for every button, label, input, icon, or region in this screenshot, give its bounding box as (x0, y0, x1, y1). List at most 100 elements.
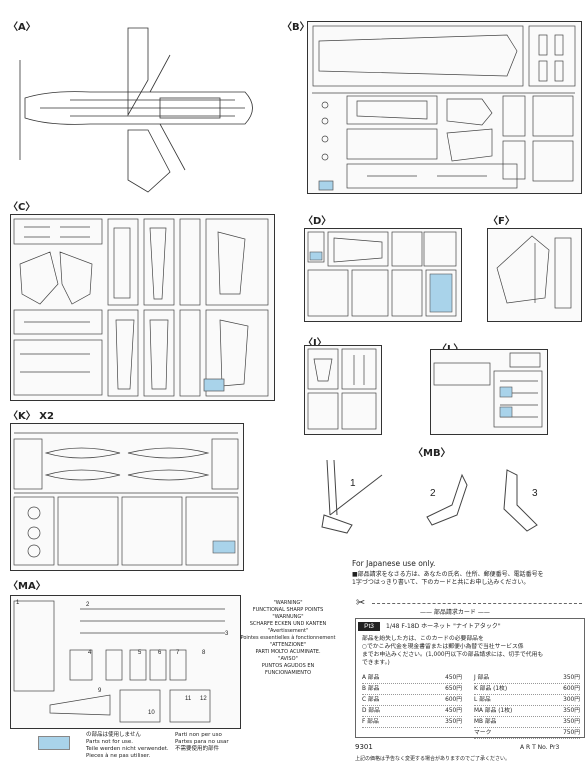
left_items-part-price: 450円 (445, 675, 462, 681)
sprue-ma-drawing (13, 600, 225, 723)
ma-number-11: 11 (185, 696, 192, 702)
cut-line (372, 603, 582, 604)
footer-note: 上記の価格は予告なく変更する場合がありますのでご了承ください。 (355, 756, 511, 762)
warning-de-text: SCHARFE ECKEN UND KANTEN (249, 621, 327, 627)
sprue-f-drawing (496, 235, 572, 309)
card-body-line4: できます。) (362, 660, 390, 666)
sprue-a-drawing (19, 27, 253, 193)
japan-instructions: ■部品請求をなさる方は、あなたの氏名、住所、郵便番号、電話番号を 1字づつはっき… (352, 571, 584, 587)
sprue-label-c: 〈C〉 (8, 202, 36, 213)
legend-es: Partes para no usar (175, 739, 229, 745)
wing-lower (127, 129, 171, 193)
japan-instructions-line2: 1字づつはっきり書いて、下のカードと共にお申し込みください。 (352, 579, 530, 586)
sprue-label-b: 〈B〉 (282, 22, 310, 33)
japan-only-heading: For Japanese use only. (352, 559, 436, 568)
right_items-part-price: 750円 (563, 730, 580, 736)
right_items-part-name: K 部品 (1枚) (474, 686, 508, 692)
left_items-part-price: 650円 (445, 686, 462, 692)
card-title: —— 部品請求カード —— (420, 609, 490, 616)
right_items-part-price: 350円 (563, 719, 580, 725)
warning-de-title: "WARNUNG" (272, 614, 304, 620)
not-for-use-swatch (38, 736, 70, 750)
pt-product-name: 1/48 F-18D ホーネット "ナイトアタック" (386, 623, 501, 630)
left_items-part-price: 600円 (445, 697, 462, 703)
legend-cn: 不需要使用的部件 (175, 746, 220, 752)
mb-number-2: 2 (430, 488, 436, 499)
wing-upper (127, 27, 149, 117)
warning-es-text: PUNTOS AGUDOS EN FUNCIONAMIENTO (261, 663, 315, 676)
left_items-part-name: B 部品 (362, 686, 380, 692)
legend-it: Parti non per uso (175, 732, 222, 738)
fuselage (24, 91, 253, 125)
sprue-b-panel (307, 21, 582, 194)
sprue-label-k: 〈K〉 X2 (8, 411, 54, 422)
right_items-part-price: 600円 (563, 686, 580, 692)
legend-jp: の部品は使用しません (86, 732, 141, 738)
left_items-row: D 部品 450円 (362, 706, 462, 717)
ma-number-5: 5 (138, 650, 142, 656)
sprue-k-drawing (13, 432, 239, 566)
legend-de: Teile werden nicht verwendet. (86, 746, 169, 752)
warning-en-title: "WARNING" (273, 600, 303, 606)
mb-number-3: 3 (532, 488, 538, 499)
left_items-part-price: 450円 (445, 708, 462, 714)
right_items-row: MB 部品 350円 (474, 717, 580, 728)
art-number: A R T No. Pr3 (520, 744, 560, 751)
sprue-f-panel (487, 228, 582, 322)
legend-en: Parts not for use. (86, 739, 134, 745)
right_items-part-price: 300円 (563, 697, 580, 703)
kit-number: 9301 (355, 743, 373, 751)
left_items-part-name: D 部品 (362, 708, 380, 714)
warning-it-title: "ATTENZIONE" (269, 642, 307, 648)
sprue-l-drawing (433, 352, 543, 428)
right_items-part-name: マーク (474, 730, 492, 736)
sprue-j-panel (304, 345, 382, 435)
warning-it-text: PARTI MOLTO ACUMINATE. (255, 649, 321, 655)
ma-number-3: 3 (225, 631, 229, 637)
left_items-part-name: F 部品 (362, 719, 379, 725)
ma-number-1: 1 (16, 600, 20, 606)
sprue-label-a: 〈A〉 (8, 22, 36, 33)
warning-fr-title: "Avertissement" (267, 628, 309, 634)
sprue-d-drawing (307, 231, 457, 317)
pt-code-badge: Pt3 (358, 622, 380, 631)
ma-number-10: 10 (148, 710, 155, 716)
mb-number-1: 1 (350, 478, 356, 489)
ma-number-6: 6 (158, 650, 162, 656)
not-for-use-part-l2 (499, 406, 513, 418)
right_items-part-price: 350円 (563, 708, 580, 714)
right_items-part-name: MA 部品 (1枚) (474, 708, 513, 714)
card-body-line1: 部品を紛失した方は、このカードの必要部品を (362, 636, 484, 642)
japan-instructions-line1: ■部品請求をなさる方は、あなたの氏名、住所、郵便番号、電話番号を (352, 571, 544, 578)
ma-number-9: 9 (98, 688, 102, 694)
right_items-row: MA 部品 (1枚) 350円 (474, 706, 580, 717)
sprue-j-drawing (307, 348, 377, 430)
right_items-part-name: L 部品 (474, 697, 491, 703)
ma-number-7: 7 (176, 650, 180, 656)
not-for-use-part-l1 (499, 386, 513, 398)
ma-number-4: 4 (88, 650, 92, 656)
left_items-row: F 部品 350円 (362, 717, 462, 728)
right_items-part-name: MB 部品 (474, 719, 497, 725)
warning-es-title: "AVISO" (278, 656, 298, 662)
warning-fr-text: Pointes essentielles à fonctionnement (240, 635, 336, 641)
not-for-use-part-d2 (429, 273, 453, 313)
sprue-label-mb: 〈MB〉 (413, 448, 451, 459)
sprue-c-panel (10, 214, 275, 401)
right_items-row: L 部品 300円 (474, 695, 580, 706)
left_items-part-price: 350円 (445, 719, 462, 725)
not-for-use-part-b (318, 180, 334, 191)
warning-block: "WARNING" FUNCTIONAL SHARP POINTS "WARNU… (238, 600, 338, 677)
right_items-part-price: 350円 (563, 675, 580, 681)
sprue-label-d: 〈D〉 (303, 216, 332, 227)
warning-en-text: FUNCTIONAL SHARP POINTS (252, 607, 324, 613)
sprue-label-f: 〈F〉 (488, 216, 515, 227)
sprue-c-drawing (13, 218, 269, 397)
right_items-row: K 部品 (1枚) 600円 (474, 684, 580, 695)
right_items-row: マーク 750円 (474, 728, 580, 739)
